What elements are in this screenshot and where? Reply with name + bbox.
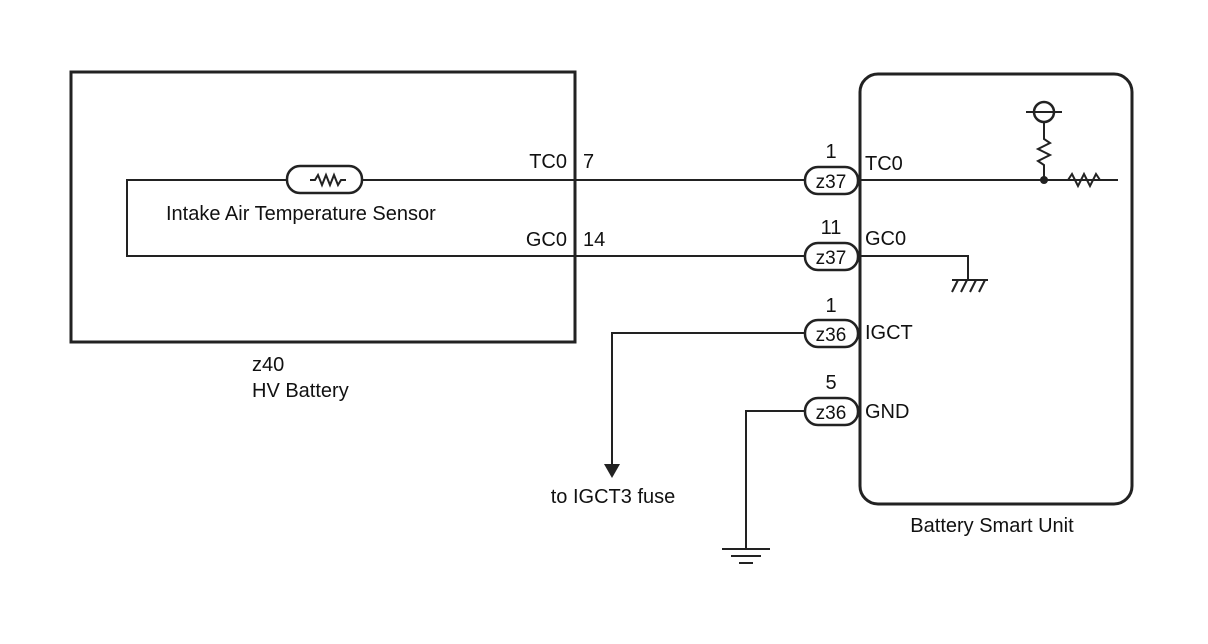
pin-number: 1 [825, 295, 836, 317]
ground-icon [722, 548, 770, 564]
fuse-label: to IGCT3 fuse [551, 486, 676, 508]
arrow-down-icon [604, 464, 620, 478]
hv-battery-code: z40 [252, 354, 284, 376]
gnd-wire [745, 410, 805, 548]
svg-text:z37: z37 [816, 172, 847, 193]
connector-z37-gc0: z37 [803, 241, 860, 272]
pin-number: 11 [821, 217, 842, 239]
connector-z36-igct: z36 [803, 318, 860, 349]
terminal-name: IGCT [865, 322, 913, 344]
battery-smart-unit-box [858, 72, 1134, 506]
terminal-name: GND [865, 401, 909, 423]
terminal-name: GC0 [865, 228, 906, 250]
pin-number: 14 [583, 229, 605, 251]
pin-number: 5 [825, 372, 836, 394]
signal-ground-icon [951, 279, 988, 293]
svg-text:z36: z36 [816, 325, 847, 346]
series-resistor-icon [1067, 171, 1101, 189]
svg-text:z36: z36 [816, 403, 847, 424]
connector-z36-gnd: z36 [803, 396, 860, 427]
terminal-name: TC0 [529, 151, 567, 173]
hv-battery-box [69, 70, 577, 344]
power-supply-icon [1026, 100, 1062, 124]
smart-unit-name: Battery Smart Unit [910, 515, 1074, 537]
hv-battery-name: HV Battery [252, 380, 349, 402]
sensor-label: Intake Air Temperature Sensor [166, 203, 436, 225]
svg-text:z37: z37 [816, 248, 847, 269]
pin-number: 1 [825, 141, 836, 163]
gc0-wire [126, 179, 805, 257]
thermistor-icon [285, 164, 364, 195]
gc0-internal-wire [858, 255, 969, 280]
terminal-name: TC0 [865, 153, 903, 175]
igct-wire [611, 332, 805, 466]
terminal-name: GC0 [526, 229, 567, 251]
pin-number: 7 [583, 151, 594, 173]
connector-z37-tc0: z37 [803, 165, 860, 196]
pullup-resistor-icon [1035, 122, 1053, 180]
